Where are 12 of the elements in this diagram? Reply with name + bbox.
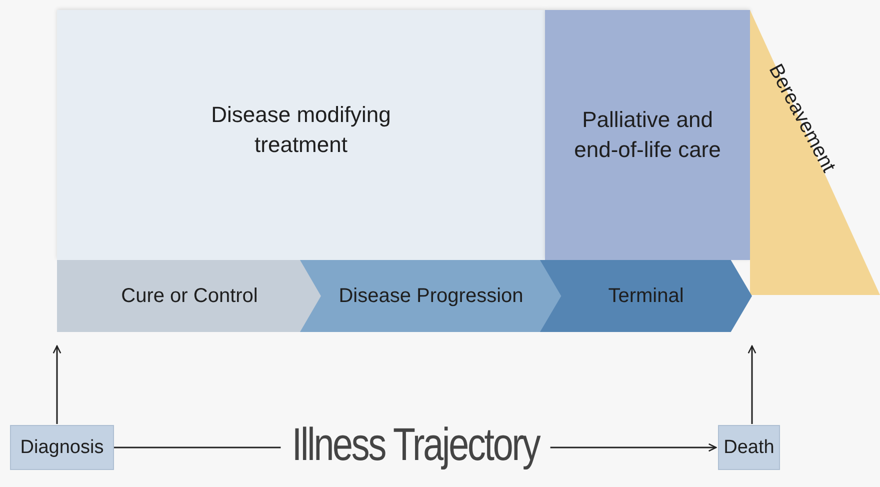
node-label: Terminal — [608, 284, 684, 308]
event-box — [10, 425, 114, 470]
node-label: Cure or Control — [121, 284, 258, 308]
event-box — [718, 425, 780, 470]
palliative-care-panel — [545, 10, 750, 260]
node-label: Disease Progression — [338, 284, 524, 308]
node-label: Disease modifying treatment — [210, 101, 392, 159]
node-label: Death — [724, 436, 774, 460]
bereavement-triangle — [750, 10, 880, 295]
node-label: Diagnosis — [20, 436, 104, 460]
node-label: Palliative and end-of-life care — [573, 106, 722, 164]
treatment-panel — [57, 10, 545, 260]
